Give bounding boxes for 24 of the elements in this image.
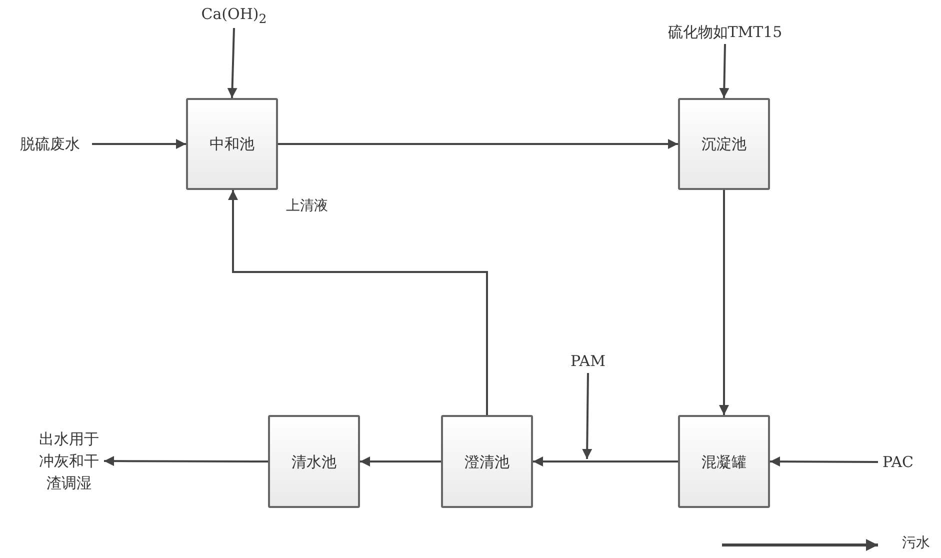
input-label: 脱硫废水 <box>20 134 80 155</box>
arrow <box>278 139 678 149</box>
arrow <box>533 456 678 466</box>
input-label: PAM <box>570 351 606 372</box>
input-label: PAC <box>882 452 914 473</box>
legend-label: 污水 <box>900 534 932 552</box>
arrow <box>719 190 729 415</box>
arrow <box>770 456 878 467</box>
tank-box: 中和池 <box>186 98 278 190</box>
arrow <box>104 456 268 466</box>
arrow <box>227 28 238 98</box>
edge-label: 上清液 <box>284 197 330 215</box>
arrow <box>719 44 730 98</box>
input-label: 硫化物如TMT15 <box>668 22 782 43</box>
arrow <box>582 372 592 460</box>
outlet-label: 出水用于冲灰和干渣调湿 <box>38 429 100 494</box>
arrow <box>228 190 488 415</box>
input-label: Ca(OH)$_{2}$ <box>201 4 267 28</box>
arrow <box>92 139 186 149</box>
tank-box: 澄清池 <box>441 415 533 508</box>
tank-box: 清水池 <box>268 415 360 508</box>
tank-box: 混凝罐 <box>678 415 770 508</box>
tank-box: 沉淀池 <box>678 98 770 190</box>
arrow <box>360 456 441 466</box>
